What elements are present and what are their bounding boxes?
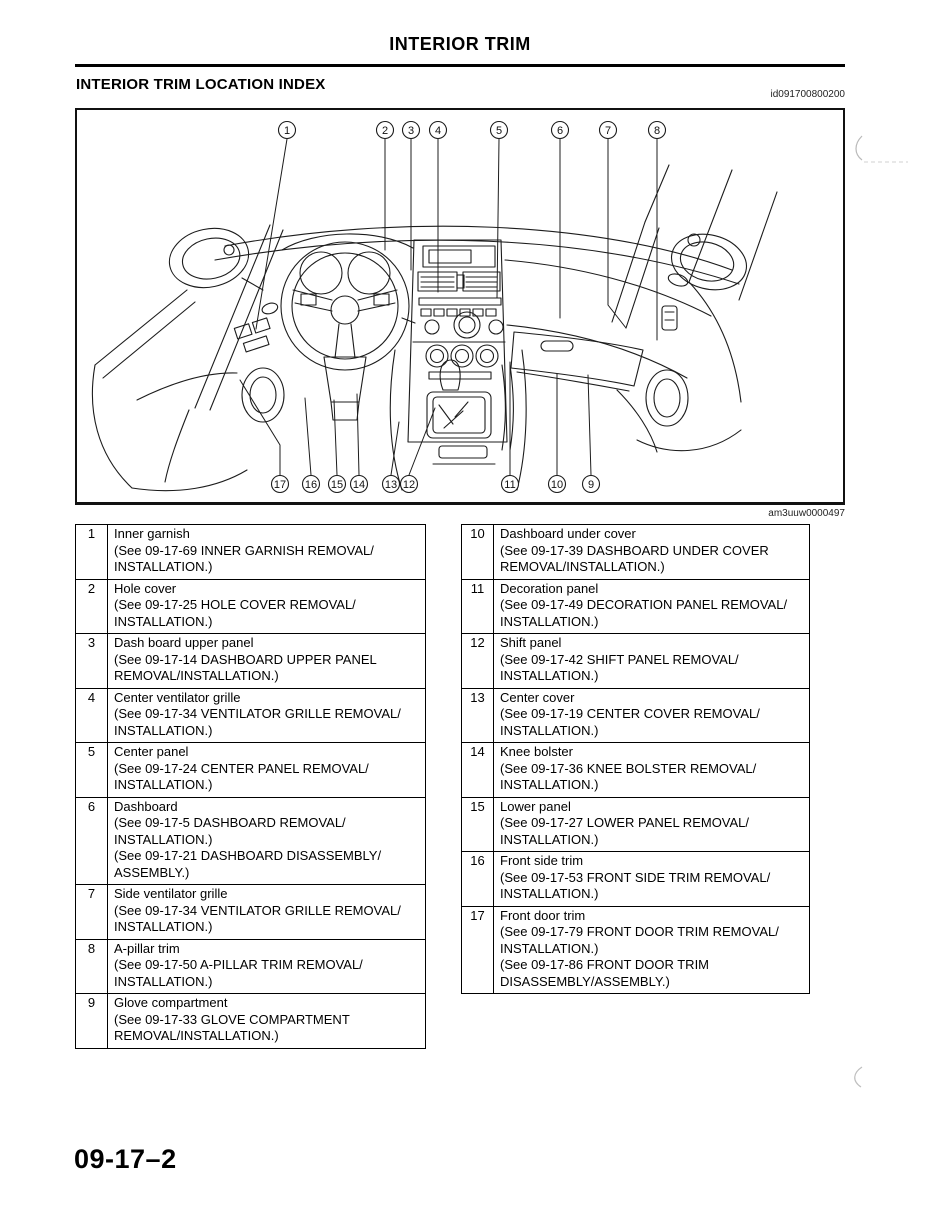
page-number: 09-17–2 (74, 1144, 177, 1174)
callout-12: 12 (399, 474, 419, 494)
item-number: 16 (461, 851, 494, 907)
svg-text:7: 7 (605, 125, 611, 137)
item-number: 12 (461, 633, 494, 689)
svg-text:4: 4 (435, 125, 441, 137)
callout-4: 4 (428, 120, 448, 140)
item-description: Decoration panel(See 09-17-49 DECORATION… (493, 578, 810, 634)
item-description: Front door trim(See 09-17-79 FRONT DOOR … (493, 905, 810, 994)
callout-16: 16 (301, 474, 321, 494)
item-description: Shift panel(See 09-17-42 SHIFT PANEL REM… (493, 633, 810, 689)
svg-text:1: 1 (284, 125, 290, 137)
svg-text:13: 13 (385, 479, 397, 491)
callout-8: 8 (647, 120, 667, 140)
svg-text:17: 17 (274, 479, 286, 491)
figure-code: am3uuw0000497 (768, 508, 845, 519)
callout-11: 11 (500, 474, 520, 494)
svg-text:2: 2 (382, 125, 388, 137)
item-description: Hole cover(See 09-17-25 HOLE COVER REMOV… (107, 578, 426, 634)
callout-3: 3 (401, 120, 421, 140)
item-number: 7 (75, 884, 108, 940)
item-number: 5 (75, 742, 108, 798)
svg-text:6: 6 (557, 125, 563, 137)
item-number: 4 (75, 687, 108, 743)
item-description: Center ventilator grille(See 09-17-34 VE… (107, 687, 426, 743)
scan-artifact-top (855, 135, 908, 163)
item-description: Knee bolster(See 09-17-36 KNEE BOLSTER R… (493, 742, 810, 798)
item-number: 1 (75, 524, 108, 580)
section-id-code: id091700800200 (770, 89, 845, 100)
callout-7: 7 (598, 120, 618, 140)
scan-artifact-bottom (854, 1066, 863, 1088)
item-description: Inner garnish(See 09-17-69 INNER GARNISH… (107, 524, 426, 580)
svg-text:8: 8 (654, 125, 660, 137)
svg-text:9: 9 (588, 479, 594, 491)
item-number: 15 (461, 796, 494, 852)
item-description: Center cover(See 09-17-19 CENTER COVER R… (493, 687, 810, 743)
item-number: 3 (75, 633, 108, 689)
item-description: Dash board upper panel(See 09-17-14 DASH… (107, 633, 426, 689)
item-description: Glove compartment(See 09-17-33 GLOVE COM… (107, 993, 426, 1049)
item-description: Dashboard(See 09-17-5 DASHBOARD REMOVAL/… (107, 796, 426, 885)
svg-text:16: 16 (305, 479, 317, 491)
callout-17: 17 (270, 474, 290, 494)
page-title: INTERIOR TRIM (389, 34, 531, 54)
item-number: 9 (75, 993, 108, 1049)
svg-text:15: 15 (331, 479, 343, 491)
callout-9: 9 (581, 474, 601, 494)
item-number: 11 (461, 578, 494, 634)
item-number: 8 (75, 938, 108, 994)
callout-14: 14 (349, 474, 369, 494)
callout-10: 10 (547, 474, 567, 494)
callout-1: 1 (277, 120, 297, 140)
item-number: 17 (461, 905, 494, 994)
item-description: Lower panel(See 09-17-27 LOWER PANEL REM… (493, 796, 810, 852)
svg-text:5: 5 (496, 125, 502, 137)
item-description: Front side trim(See 09-17-53 FRONT SIDE … (493, 851, 810, 907)
callout-6: 6 (550, 120, 570, 140)
section-title: INTERIOR TRIM LOCATION INDEX (76, 76, 326, 93)
svg-text:10: 10 (551, 479, 563, 491)
item-description: Dashboard under cover(See 09-17-39 DASHB… (493, 524, 810, 580)
item-description: Side ventilator grille(See 09-17-34 VENT… (107, 884, 426, 940)
item-number: 6 (75, 796, 108, 885)
svg-text:14: 14 (353, 479, 365, 491)
item-description: A-pillar trim(See 09-17-50 A-PILLAR TRIM… (107, 938, 426, 994)
callout-2: 2 (375, 120, 395, 140)
item-number: 10 (461, 524, 494, 580)
callout-13: 13 (381, 474, 401, 494)
callout-5: 5 (489, 120, 509, 140)
callout-15: 15 (327, 474, 347, 494)
header-rule (75, 64, 845, 67)
leader-lines-bottom (239, 361, 592, 476)
item-number: 13 (461, 687, 494, 743)
svg-text:3: 3 (408, 125, 414, 137)
item-number: 2 (75, 578, 108, 634)
svg-text:12: 12 (403, 479, 415, 491)
item-description: Center panel(See 09-17-24 CENTER PANEL R… (107, 742, 426, 798)
svg-text:11: 11 (504, 479, 515, 491)
item-number: 14 (461, 742, 494, 798)
